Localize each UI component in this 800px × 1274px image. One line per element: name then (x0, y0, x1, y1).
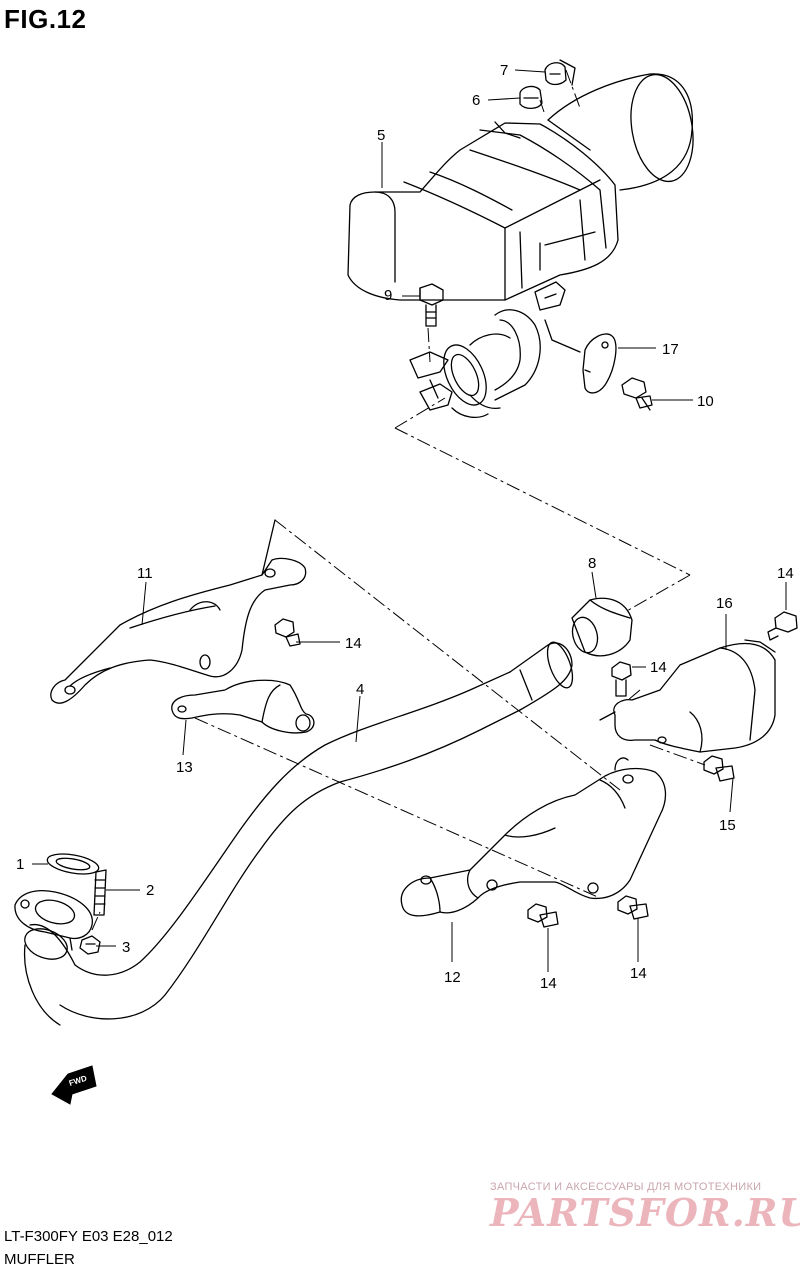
bolt-part-14-b (274, 618, 301, 647)
bolt-part-9 (419, 283, 444, 327)
callout-2: 2 (146, 882, 154, 899)
gasket-part-1 (46, 853, 100, 875)
callout-12: 12 (444, 969, 461, 986)
callout-1: 1 (16, 856, 24, 873)
bolt-part-15 (703, 755, 735, 782)
stud-part-2 (93, 869, 107, 916)
figure-title: FIG.12 (4, 4, 87, 34)
exhaust-flange (14, 890, 93, 951)
forward-arrow-icon: FWD (51, 1065, 97, 1105)
bolt-part-14-e (617, 895, 649, 920)
callout-10: 10 (697, 393, 714, 410)
callout-9: 9 (384, 287, 392, 304)
watermark-tagline: ЗАПЧАСТИ И АКСЕССУАРЫ ДЛЯ МОТОТЕХНИКИ (490, 1181, 762, 1193)
bolt-part-14-d (527, 903, 559, 928)
watermark-brand: PARTSFOR.RU (490, 1190, 800, 1235)
callout-3: 3 (122, 939, 130, 956)
callout-15: 15 (719, 817, 736, 834)
callout-16: 16 (716, 595, 733, 612)
figure-name: MUFFLER (4, 1251, 75, 1268)
plate-part-17 (582, 333, 617, 394)
heat-shield-part-12 (400, 757, 667, 917)
callout-17: 17 (662, 341, 679, 358)
model-code: LT-F300FY E03 E28_012 (4, 1228, 173, 1245)
bolt-part-14-c (611, 661, 632, 697)
heat-shield-part-11 (50, 519, 307, 704)
sleeve-part-8 (571, 597, 633, 657)
callout-13: 13 (176, 759, 193, 776)
muffler-part-5 (347, 73, 694, 419)
callout-14-d: 14 (540, 975, 557, 992)
nut-part-7 (544, 59, 576, 86)
bolt-part-14-a (767, 611, 798, 641)
callout-6: 6 (472, 92, 480, 109)
callout-14-a: 14 (777, 565, 794, 582)
callout-5: 5 (377, 127, 385, 144)
callout-14-b: 14 (345, 635, 362, 652)
callout-14-e: 14 (630, 965, 647, 982)
callout-8: 8 (588, 555, 596, 572)
callout-14-c: 14 (650, 659, 667, 676)
exhaust-pipe-part-4 (23, 641, 574, 1026)
bolt-part-10 (621, 377, 653, 411)
callout-4: 4 (356, 681, 364, 698)
callout-7: 7 (500, 62, 508, 79)
nut-part-3 (79, 935, 101, 955)
callout-11: 11 (137, 565, 153, 582)
bracket-part-13 (171, 679, 315, 734)
grommet-part-6 (519, 85, 543, 110)
